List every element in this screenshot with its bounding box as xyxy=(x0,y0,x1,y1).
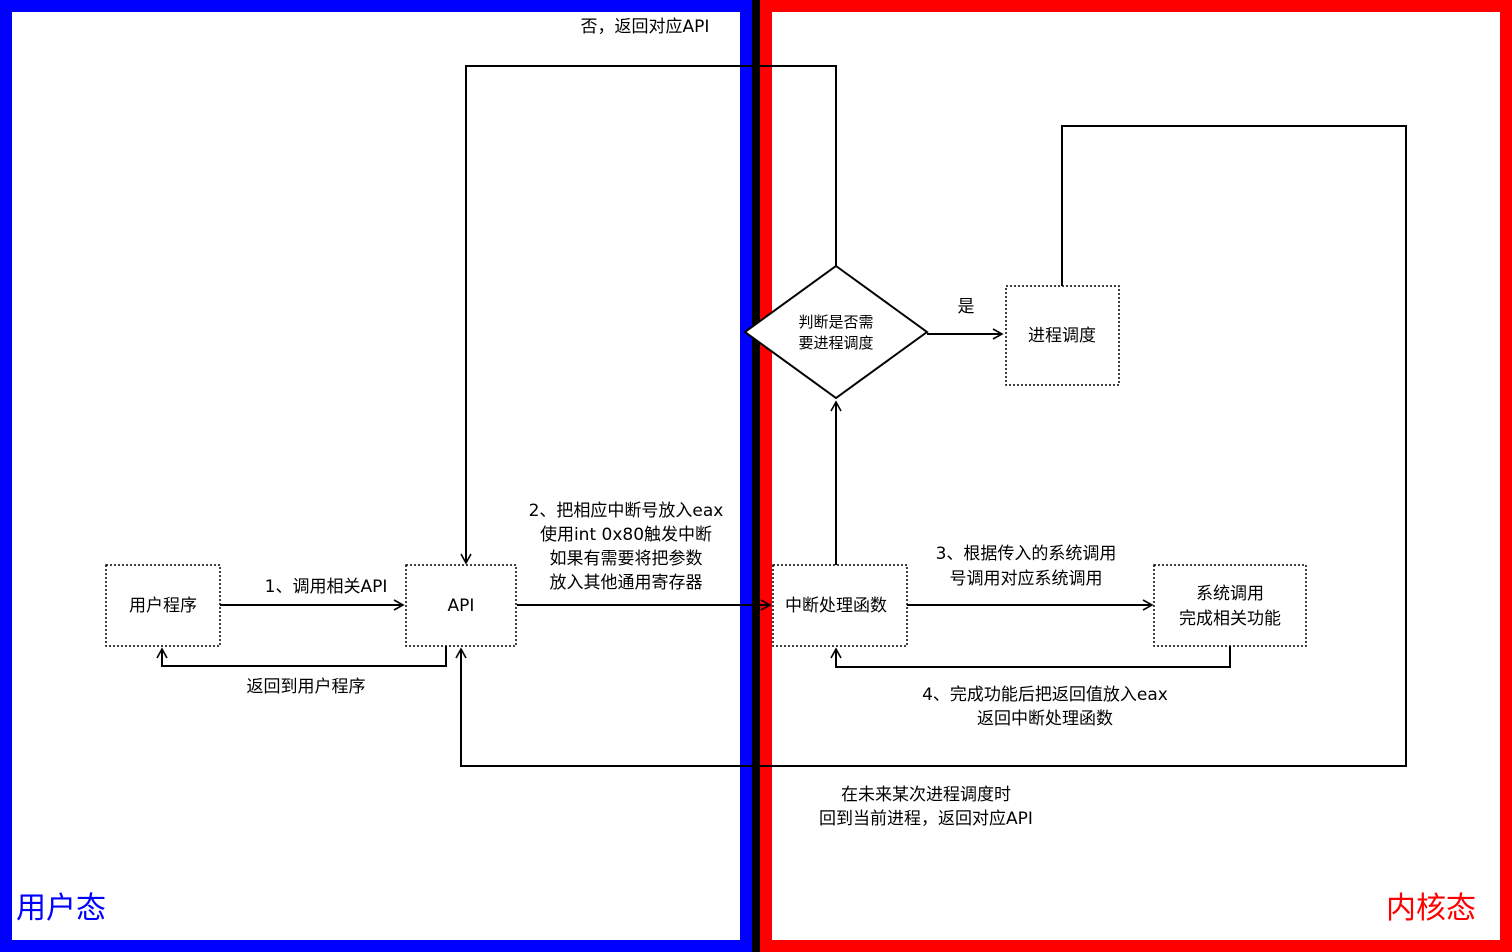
node-scheduler: 进程调度 xyxy=(1005,285,1120,386)
edge-decision-no xyxy=(460,65,837,565)
scheduler-label: 进程调度 xyxy=(1028,326,1096,346)
interrupt-handler-label: 中断处理函数 xyxy=(785,596,887,616)
api-label: API xyxy=(448,596,475,616)
step2-label: 2、把相应中断号放入eax 使用int 0x80触发中断 如果有需要将把参数 放… xyxy=(529,501,724,593)
later-return-line2: 回到当前进程，返回对应API xyxy=(819,809,1033,829)
user-program-label: 用户程序 xyxy=(129,596,197,616)
step2-line4: 放入其他通用寄存器 xyxy=(550,573,703,593)
edge-api-return-to-user xyxy=(156,646,447,667)
kernel-mode-title: 内核态 xyxy=(1386,891,1476,926)
later-return-label: 在未来某次进程调度时 回到当前进程，返回对应API xyxy=(819,785,1033,829)
later-return-line1: 在未来某次进程调度时 xyxy=(841,785,1011,805)
edge-scheduler-return xyxy=(455,125,1407,767)
no-branch-label: 否，返回对应API xyxy=(581,17,710,37)
step2-line3: 如果有需要将把参数 xyxy=(550,549,703,569)
node-interrupt-handler: 中断处理函数 xyxy=(772,564,908,647)
node-decision: 判断是否需 要进程调度 xyxy=(743,264,929,400)
edge-syscall-return xyxy=(830,646,1231,668)
step1-label: 1、调用相关API xyxy=(265,577,388,597)
kernel-mode-region xyxy=(760,0,1512,952)
yes-branch-label: 是 xyxy=(958,297,975,317)
step2-line2: 使用int 0x80触发中断 xyxy=(540,524,712,545)
return-to-user-label: 返回到用户程序 xyxy=(247,677,366,697)
node-syscall: 系统调用 完成相关功能 xyxy=(1153,564,1307,647)
user-mode-region xyxy=(0,0,752,952)
decision-label-line1: 判断是否需 xyxy=(798,313,873,331)
step4-line1: 4、完成功能后把返回值放入eax xyxy=(922,685,1168,705)
syscall-label-line1: 系统调用 xyxy=(1196,584,1264,604)
node-api: API xyxy=(405,564,517,647)
step2-line1: 2、把相应中断号放入eax xyxy=(529,501,724,521)
step3-line2: 号调用对应系统调用 xyxy=(950,569,1103,589)
node-user-program: 用户程序 xyxy=(105,564,221,647)
step3-label: 3、根据传入的系统调用 号调用对应系统调用 xyxy=(936,544,1117,589)
decision-label-line2: 要进程调度 xyxy=(798,334,873,352)
step3-line1: 3、根据传入的系统调用 xyxy=(936,544,1117,564)
step4-line2: 返回中断处理函数 xyxy=(977,709,1113,729)
syscall-label-line2: 完成相关功能 xyxy=(1179,609,1281,629)
user-mode-title: 用户态 xyxy=(16,891,106,926)
step4-label: 4、完成功能后把返回值放入eax 返回中断处理函数 xyxy=(922,685,1168,729)
